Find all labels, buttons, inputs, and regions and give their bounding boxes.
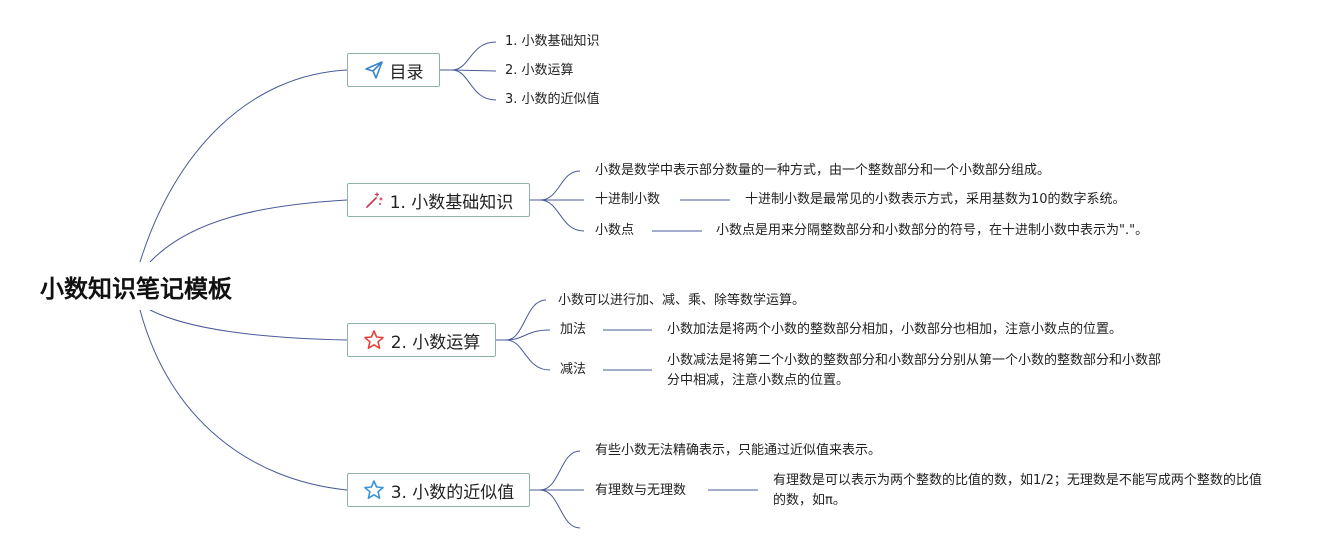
operations-topic-subtract[interactable]: 减法 [560,362,587,377]
root-topic[interactable]: 小数知识笔记模板 [26,262,246,310]
magic-wand-icon [365,192,383,208]
toc-item-1[interactable]: 1. 小数基础知识 [505,34,600,49]
operations-intro: 小数可以进行加、减、乘、除等数学运算。 [558,293,806,308]
edge-root-approx [139,309,348,491]
star-outline-icon [363,330,384,349]
approximation-detail-numbers: 有理数是可以表示为两个整数的比值的数，如1/2；无理数是不能写成两个整数的比值的… [773,473,1262,508]
toc-item-2[interactable]: 2. 小数运算 [505,63,574,78]
operations-detail-subtract: 小数减法是将第二个小数的整数部分和小数部分分别从第一个小数的整数部分和小数部分中… [667,353,1162,388]
edge-ops-intro [505,299,547,341]
root-title: 小数知识笔记模板 [40,274,232,303]
branch-operations[interactable]: 2. 小数运算 [347,323,496,357]
edge-toc-3 [451,69,497,101]
edge-basics-intro [539,170,581,201]
star-outline-icon [363,480,384,499]
operations-detail-add: 小数加法是将两个小数的整数部分相加，小数部分也相加，注意小数点的位置。 [667,322,1123,337]
approximation-topic-numbers[interactable]: 有理数与无理数 [595,483,687,498]
basics-topic-decimal[interactable]: 十进制小数 [595,192,661,207]
basics-detail-decimal: 十进制小数是最常见的小数表示方式，采用基数为10的数字系统。 [745,192,1126,207]
edge-ops-topic-2 [505,339,551,371]
branch-approximation-label: 3. 小数的近似值 [390,482,515,503]
edge-root-toc [139,69,348,263]
edge-toc-1 [451,41,497,71]
edge-root-operations [149,309,348,341]
edge-basics-topic-2 [539,199,585,232]
branch-toc[interactable]: 目录 [347,53,440,87]
edge-approx-empty [539,489,581,529]
basics-intro: 小数是数学中表示部分数量的一种方式，由一个整数部分和一个小数部分组成。 [595,163,1051,178]
toc-item-3[interactable]: 3. 小数的近似值 [505,92,600,107]
paper-plane-icon [364,61,383,79]
edge-toc-2 [451,69,497,72]
basics-detail-point: 小数点是用来分隔整数部分和小数部分的符号，在十进制小数中表示为"."。 [716,223,1149,238]
edge-ops-topic-1 [505,329,551,341]
branch-basics[interactable]: 1. 小数基础知识 [347,183,530,217]
branch-approximation[interactable]: 3. 小数的近似值 [347,473,530,507]
edge-approx-intro [539,450,581,491]
branch-operations-label: 2. 小数运算 [390,332,481,353]
edge-root-basics [149,199,348,263]
branch-toc-label: 目录 [389,62,424,83]
branch-basics-label: 1. 小数基础知识 [389,192,514,213]
approximation-intro: 有些小数无法精确表示，只能通过近似值来表示。 [595,443,882,458]
operations-topic-add[interactable]: 加法 [560,322,587,337]
basics-topic-point[interactable]: 小数点 [595,223,635,238]
